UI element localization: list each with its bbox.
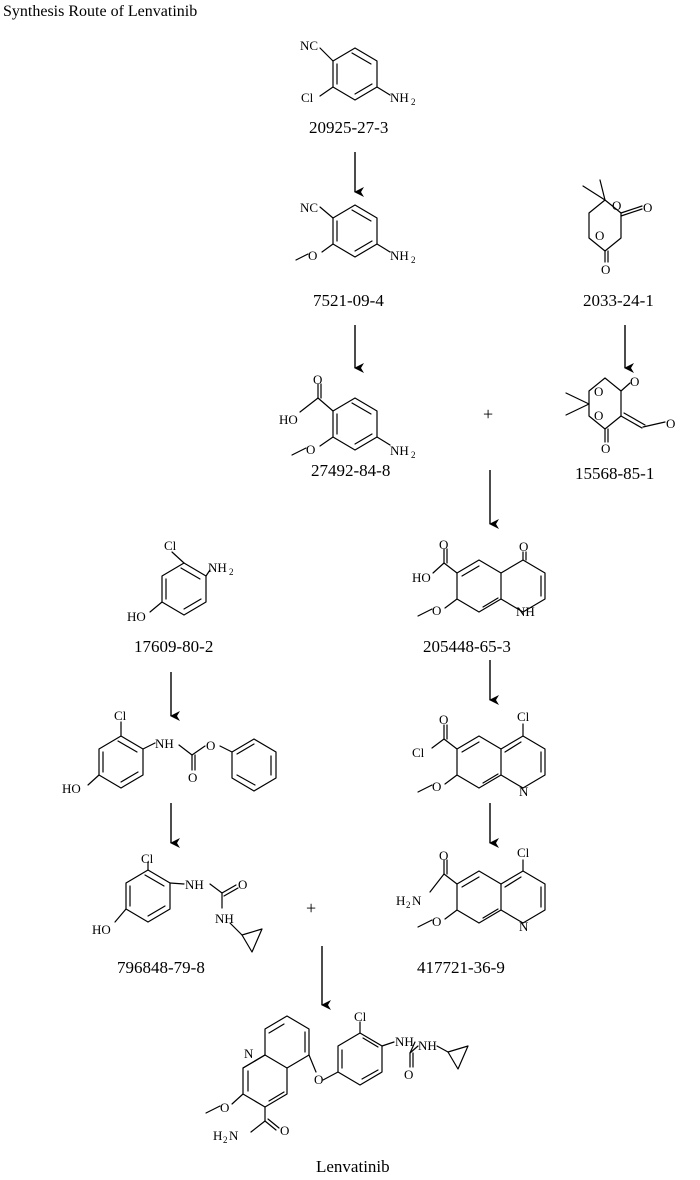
atom-label: H: [213, 1128, 222, 1143]
compound-label: 796848-79-8: [117, 958, 205, 977]
atom-label: O: [643, 200, 652, 215]
atom-label: N: [244, 1046, 254, 1061]
scheme-title: Synthesis Route of Lenvatinib: [3, 3, 197, 20]
atom-label: O: [519, 539, 528, 554]
atom-label: Cl: [301, 90, 314, 105]
atom-label: NC: [300, 38, 318, 53]
atom-label: N: [519, 919, 529, 934]
atom-label: Cl: [141, 851, 154, 866]
compound-label: Lenvatinib: [316, 1157, 390, 1176]
compound-2033-24-1-structure: O O O O: [582, 179, 652, 277]
compound-acid-chloride-structure: Cl O Cl O N: [412, 709, 546, 799]
plus-sign: +: [483, 404, 493, 424]
atom-label: O: [666, 416, 675, 431]
atom-label: NH: [395, 1034, 414, 1049]
atom-label: NH: [418, 1038, 437, 1053]
atom-label: NH: [516, 604, 535, 619]
atom-label: NH: [155, 736, 174, 751]
atom-label: NC: [300, 200, 318, 215]
atom-subscript: 2: [411, 450, 416, 460]
atom-subscript: 2: [411, 97, 416, 107]
atom-label: O: [404, 1067, 413, 1082]
atom-label: Cl: [412, 745, 425, 760]
atom-label: O: [439, 848, 448, 863]
atom-label: O: [306, 442, 315, 457]
atom-label: HO: [412, 570, 431, 585]
compound-label: 27492-84-8: [311, 461, 390, 480]
compound-label: 2033-24-1: [583, 291, 654, 310]
atom-label: NH: [208, 560, 227, 575]
compound-27492-84-8-structure: O HO O NH 2: [279, 372, 416, 460]
atom-label: HO: [127, 609, 146, 624]
compound-label: 7521-09-4: [313, 291, 384, 310]
atom-label: NH: [185, 877, 204, 892]
atom-label: HO: [279, 412, 298, 427]
atom-label: NH: [390, 248, 409, 263]
compound-20925-27-3-structure: NC Cl NH 2: [300, 38, 416, 107]
atom-label: O: [308, 248, 317, 263]
atom-label: O: [439, 537, 448, 552]
compound-15568-85-1-structure: O O O O O: [565, 374, 675, 456]
compound-label: 15568-85-1: [575, 464, 654, 483]
atom-label: O: [612, 198, 621, 213]
atom-label: Cl: [517, 845, 530, 860]
atom-label: NH: [390, 443, 409, 458]
plus-sign: +: [306, 898, 316, 918]
compound-label: 17609-80-2: [134, 637, 213, 656]
atom-label: O: [220, 1100, 229, 1115]
compound-lenvatinib-structure: N O Cl NH O NH O O H 2 N: [205, 1009, 469, 1145]
atom-label: O: [238, 877, 247, 892]
atom-label: O: [314, 1072, 323, 1087]
compound-205448-65-3-structure: O O HO O NH: [412, 537, 546, 619]
atom-label: O: [206, 738, 215, 753]
compound-17609-80-2-structure: Cl NH 2 HO: [127, 538, 234, 624]
atom-label: O: [594, 384, 603, 399]
atom-label: HO: [62, 781, 81, 796]
compound-label: 417721-36-9: [417, 958, 505, 977]
atom-label: Cl: [114, 708, 127, 723]
compound-phenyl-carbamate-structure: Cl NH O O HO: [62, 708, 277, 796]
atom-label: NH: [215, 911, 234, 926]
atom-label: Cl: [517, 709, 530, 724]
atom-label: O: [595, 228, 604, 243]
atom-subscript: 2: [223, 1135, 228, 1145]
atom-label: O: [432, 779, 441, 794]
atom-label: O: [280, 1123, 289, 1138]
atom-label: N: [412, 893, 422, 908]
compound-label: 205448-65-3: [423, 637, 511, 656]
atom-label: H: [396, 893, 405, 908]
atom-label: Cl: [164, 538, 177, 553]
atom-subscript: 2: [229, 567, 234, 577]
atom-label: O: [188, 770, 197, 785]
atom-label: NH: [390, 90, 409, 105]
compound-417721-36-9-structure: Cl O H 2 N O N: [396, 845, 546, 934]
atom-label: O: [313, 372, 322, 387]
atom-label: O: [601, 441, 610, 456]
atom-label: O: [432, 603, 441, 618]
atom-label: N: [519, 784, 529, 799]
atom-label: HO: [92, 922, 111, 937]
atom-label: O: [601, 262, 610, 277]
atom-label: Cl: [354, 1009, 367, 1024]
atom-subscript: 2: [411, 255, 416, 265]
compound-796848-79-8-structure: Cl NH O NH HO: [92, 851, 263, 953]
compound-7521-09-4-structure: NC O NH 2: [295, 200, 416, 265]
atom-subscript: 2: [406, 900, 411, 910]
atom-label: O: [630, 374, 639, 389]
atom-label: O: [432, 914, 441, 929]
atom-label: O: [439, 712, 448, 727]
atom-label: O: [594, 408, 603, 423]
compound-label: 20925-27-3: [309, 118, 388, 137]
atom-label: N: [229, 1128, 239, 1143]
